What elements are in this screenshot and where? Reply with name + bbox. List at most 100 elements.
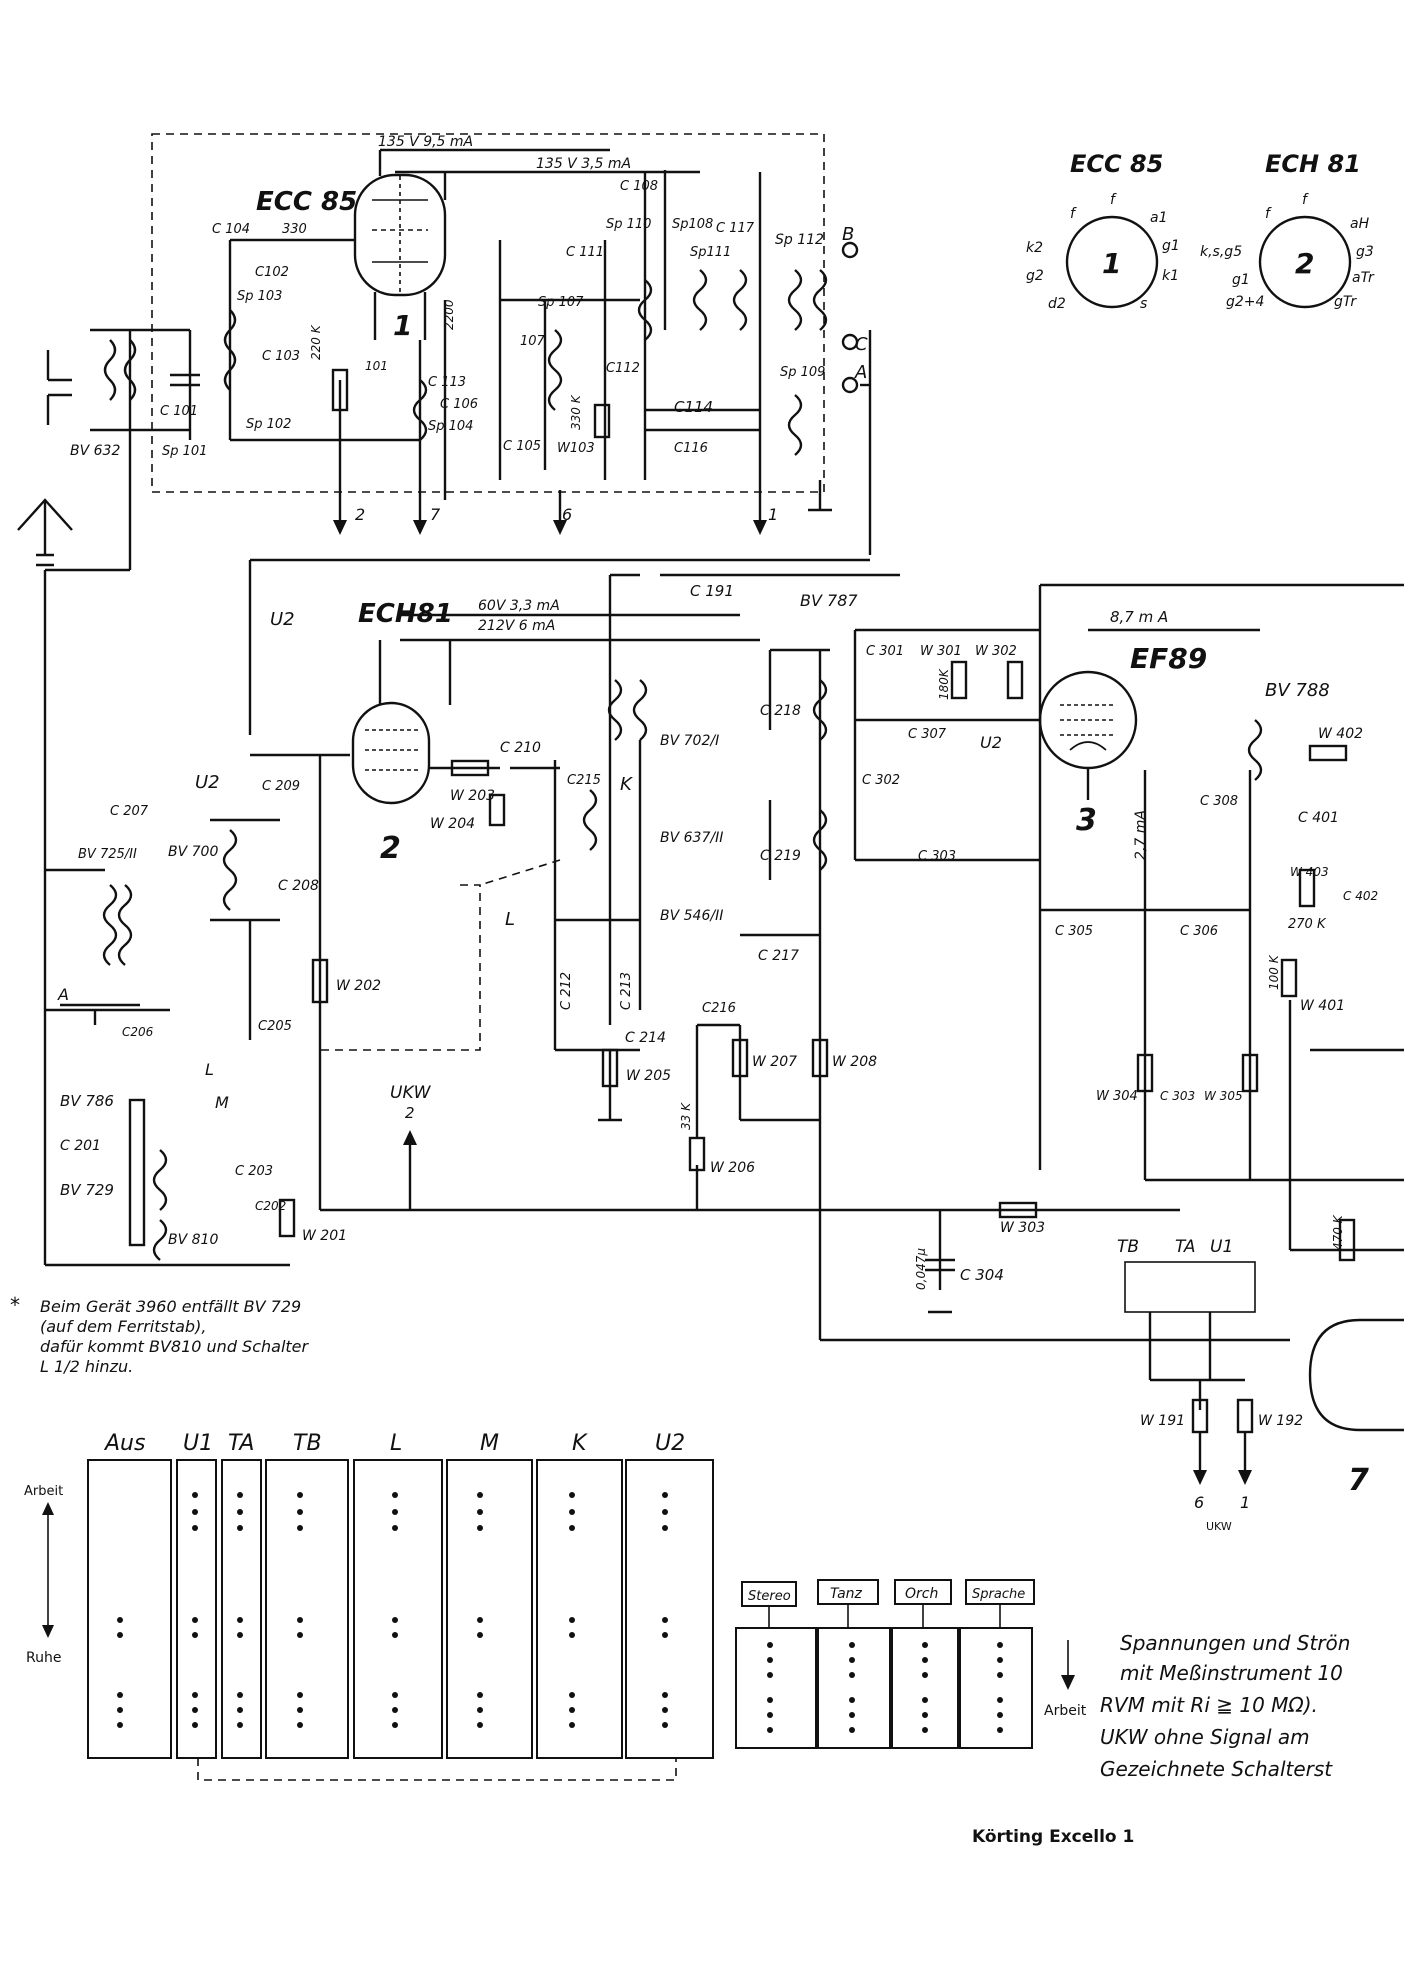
c401-label: C 401 <box>1298 810 1339 826</box>
ech81-tube <box>351 701 431 805</box>
tone-contact-dot <box>849 1642 855 1648</box>
tone-contact-dot <box>997 1642 1003 1648</box>
w206-label: W 206 <box>710 1160 755 1176</box>
u2-label-c: U2 <box>980 733 1002 752</box>
antenna-symbol <box>17 498 73 567</box>
tone-contact-dot <box>922 1642 928 1648</box>
tone-contact-dot <box>922 1697 928 1703</box>
w402-label: W 402 <box>1318 726 1363 742</box>
note-line-2: mit Meßinstrument 10 <box>1120 1661 1343 1685</box>
bv632-label: BV 632 <box>70 443 120 459</box>
ech81-number: 2 <box>380 831 401 866</box>
switch-contact-dot <box>569 1707 575 1713</box>
switch-contact-dot <box>569 1509 575 1515</box>
note-line-1: Spannungen und Strön <box>1120 1631 1350 1655</box>
tube7-number: 7 <box>1348 1463 1369 1498</box>
switch-contact-dot <box>392 1525 398 1531</box>
ecc85-number: 1 <box>393 309 412 342</box>
bv546-label: BV 546/II <box>660 908 723 924</box>
switch-contact-dot <box>392 1632 398 1638</box>
c302-label: C 302 <box>862 773 900 788</box>
tuner-out-1: 1 <box>768 505 778 524</box>
ukw-out-label: UKW <box>1206 1520 1232 1533</box>
sp101-label: Sp 101 <box>162 444 207 459</box>
ecc85-pinout <box>1065 215 1159 309</box>
w192-label: W 192 <box>1258 1413 1303 1429</box>
w301-label: W 301 <box>920 644 962 659</box>
ech81-pin-g3: g3 <box>1356 244 1374 260</box>
switch-contact-dot <box>662 1707 668 1713</box>
switch-contact-dot <box>477 1722 483 1728</box>
switch-contact-dot <box>237 1722 243 1728</box>
w403-label: W 403 <box>1290 865 1329 879</box>
c116-label: C116 <box>674 441 708 456</box>
w302-label: W 302 <box>975 644 1017 659</box>
ecc85-supply-a: 135 V 9,5 mA <box>378 134 473 150</box>
ta-label: TA <box>1175 1237 1195 1257</box>
w101-label: 101 <box>365 359 388 373</box>
switch-contact-dot <box>297 1525 303 1531</box>
switch-contact-dot <box>297 1492 303 1498</box>
tone-contact-dot <box>767 1672 773 1678</box>
switch-contact-dot <box>662 1692 668 1698</box>
sp102-label: Sp 102 <box>246 417 291 432</box>
bv810-label: BV 810 <box>168 1232 218 1248</box>
switch-contact-dot <box>237 1707 243 1713</box>
switch-contact-dot <box>297 1632 303 1638</box>
switch-contact-dot <box>392 1617 398 1623</box>
footnote-line-2: (auf dem Ferritstab), <box>40 1317 206 1336</box>
c0047-label: 0,047µ <box>914 1248 928 1290</box>
sp112-label: Sp 112 <box>775 232 824 248</box>
ecc85-supply-b: 135 V 3,5 mA <box>536 156 631 172</box>
terminal-a: A <box>854 362 867 383</box>
c104-label: C 104 <box>212 222 250 237</box>
bv787-label: BV 787 <box>800 591 858 610</box>
c210-label: C 210 <box>500 740 541 756</box>
note-line-5: Gezeichnete Schalterst <box>1100 1757 1333 1781</box>
switch-table <box>87 1459 714 1781</box>
c108-label: C 108 <box>620 179 658 194</box>
w303-label: W 303 <box>1000 1220 1045 1236</box>
tone-button-sprache: Sprache <box>972 1587 1025 1602</box>
switch-contact-dot <box>569 1632 575 1638</box>
sp108-label: Sp108 <box>672 217 713 232</box>
c402-label: C 402 <box>1343 889 1378 903</box>
r180k-label: 180K <box>937 668 951 700</box>
switch-contact-dot <box>192 1509 198 1515</box>
switch-contact-dot <box>569 1722 575 1728</box>
bv725-label: BV 725/II <box>78 847 137 862</box>
switch-header-l: L <box>390 1431 402 1456</box>
c218-label: C 218 <box>760 703 801 719</box>
c191-label: C 191 <box>690 582 734 600</box>
switch-l2-label: L <box>205 1060 214 1079</box>
switch-contact-dot <box>662 1492 668 1498</box>
switch-contact-dot <box>192 1525 198 1531</box>
w202-label: W 202 <box>336 978 381 994</box>
w103-label: W103 <box>557 441 595 456</box>
bv700-label: BV 700 <box>168 844 218 860</box>
tone-button-orch: Orch <box>905 1586 938 1602</box>
tone-contact-dot <box>849 1712 855 1718</box>
switch-contact-dot <box>192 1492 198 1498</box>
switch-contact-dot <box>237 1525 243 1531</box>
tuner-out-7: 7 <box>430 505 441 524</box>
switch-ruhe-label: Ruhe <box>26 1650 61 1666</box>
switch-contact-dot <box>662 1617 668 1623</box>
switch-contact-dot <box>237 1492 243 1498</box>
switch-contact-dot <box>662 1632 668 1638</box>
switch-contact-dot <box>392 1722 398 1728</box>
tone-contact-dot <box>767 1727 773 1733</box>
switch-contact-dot <box>392 1707 398 1713</box>
tone-contact-dot <box>922 1712 928 1718</box>
c207-label: C 207 <box>110 804 149 819</box>
switch-contact-dot <box>297 1722 303 1728</box>
switch-contact-dot <box>569 1492 575 1498</box>
switch-header-k: K <box>572 1431 588 1456</box>
switch-contact-dot <box>192 1707 198 1713</box>
w208-label: W 208 <box>832 1054 877 1070</box>
ech81-pin-gtr: gTr <box>1334 294 1357 310</box>
c202-label: C202 <box>255 1199 286 1213</box>
ef89-supply-a: 8,7 m A <box>1110 608 1168 626</box>
ecc85-pin-g2: g2 <box>1026 268 1044 284</box>
tone-contact-dot <box>849 1657 855 1663</box>
